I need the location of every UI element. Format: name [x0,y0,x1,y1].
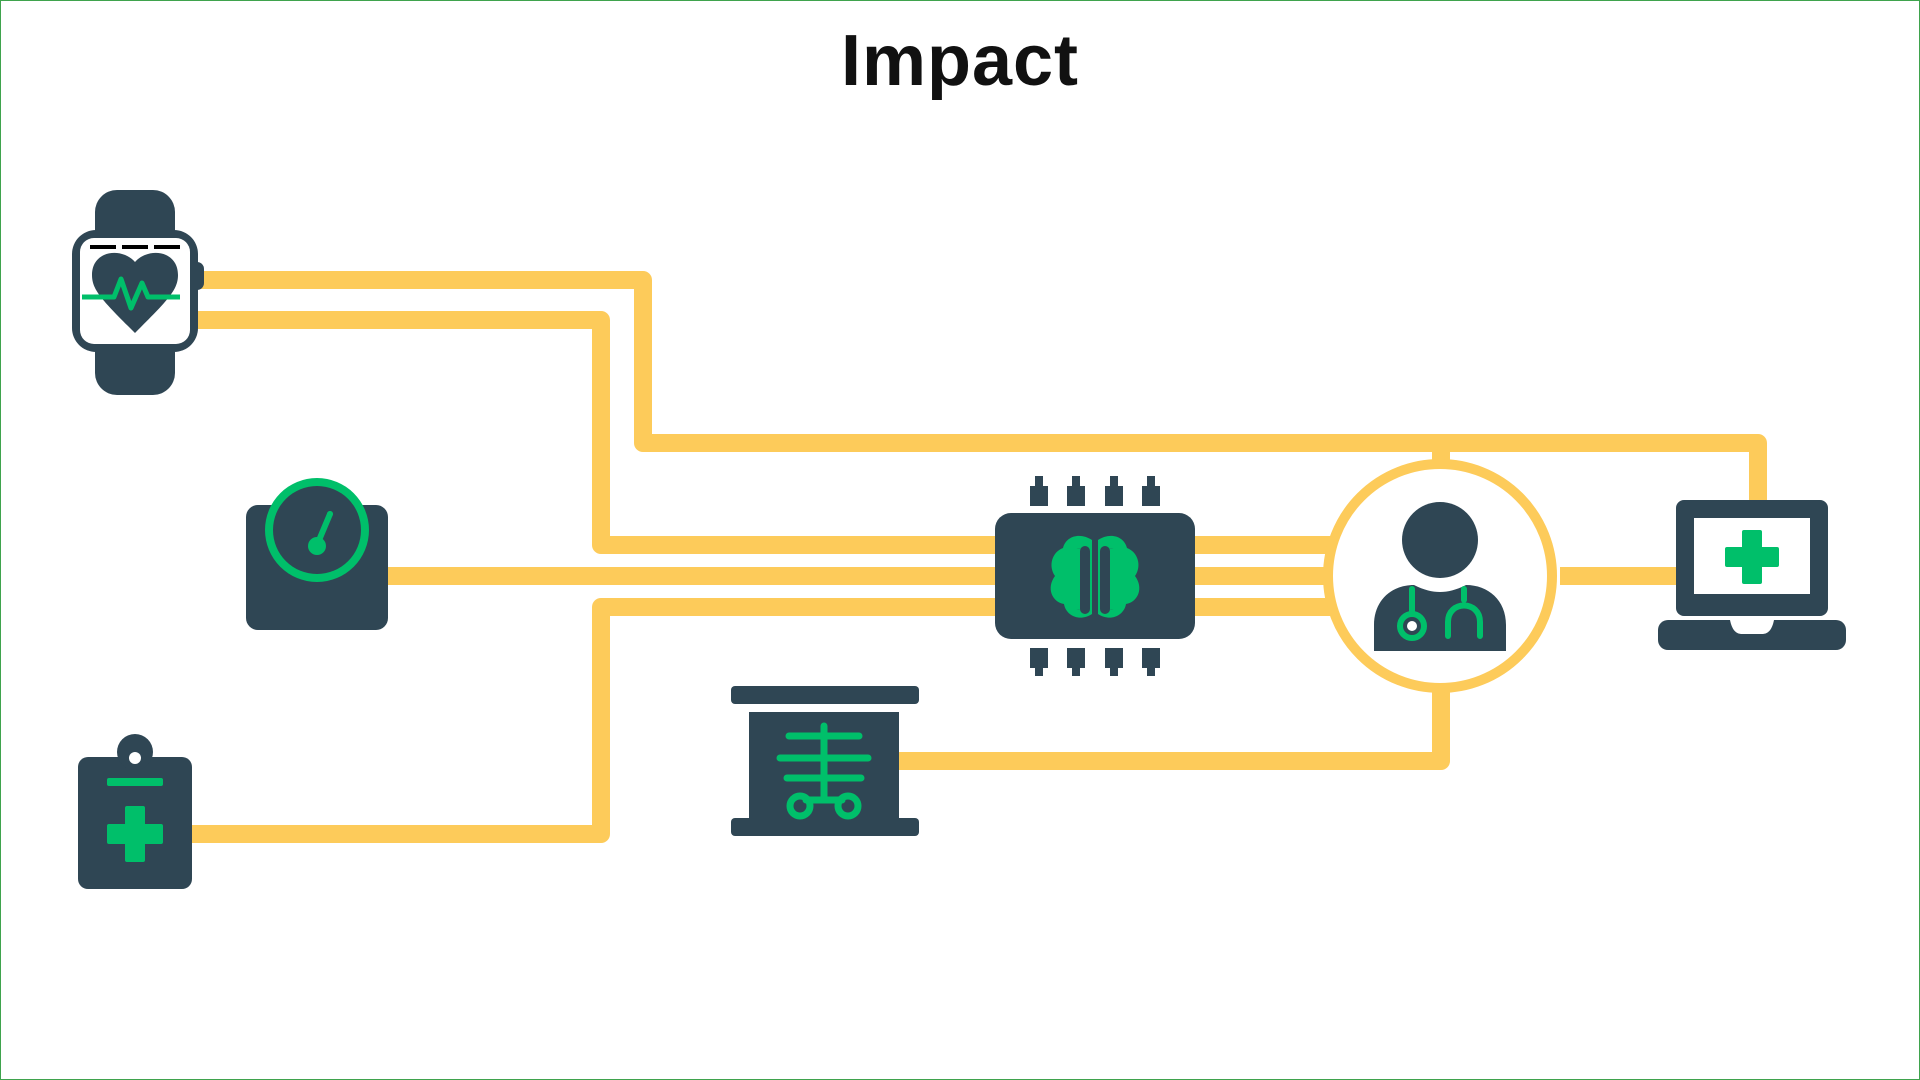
page-title: Impact [840,21,1080,101]
connector-xray-to-doctor [898,688,1450,770]
ai-brain-chip-icon [995,476,1195,676]
xray-skeleton-icon [731,686,919,836]
connector-clipboard-to-chip [188,598,1000,843]
connector-watch-to-laptop [195,271,1767,502]
smartwatch-heart-icon [72,190,204,395]
weighing-scale-icon [246,478,388,630]
connector-watch-to-chip [195,311,1000,554]
connector-lines [188,271,1767,843]
medical-clipboard-icon [78,734,192,889]
laptop-medical-icon [1658,500,1846,650]
doctor-stethoscope-icon [1323,459,1557,693]
